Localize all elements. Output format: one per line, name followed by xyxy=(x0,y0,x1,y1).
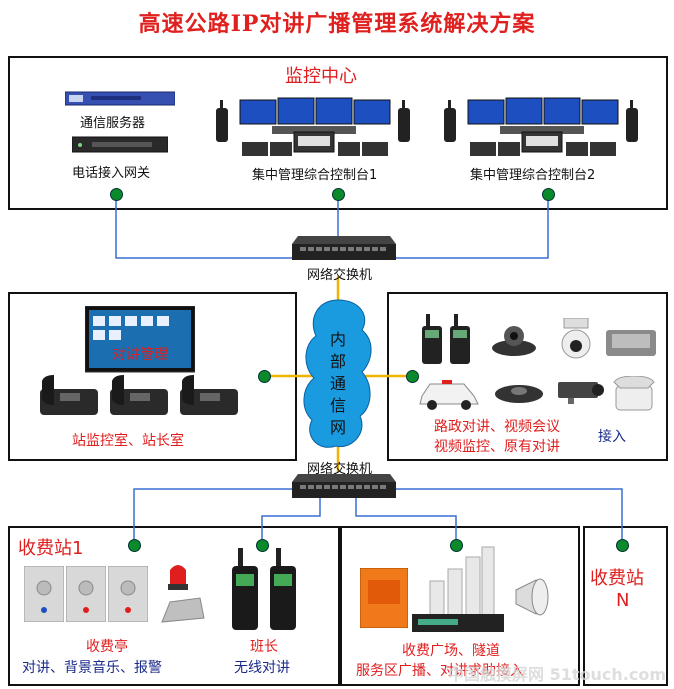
booth-intercom-panel-3 xyxy=(108,566,148,622)
leader-radio-icon-1 xyxy=(232,548,258,630)
access-line2: 视频监控、原有对讲 xyxy=(434,439,560,455)
intercom-screen-icon xyxy=(85,306,195,373)
node-plaza xyxy=(450,539,463,552)
switch-bottom-label: 网络交换机 xyxy=(307,462,373,477)
desk-phone-icon-1 xyxy=(40,375,98,415)
plaza-line2: 服务区广播、对讲求助接入 xyxy=(356,663,524,679)
toll-station-n-box xyxy=(583,526,668,686)
radio-icon-2 xyxy=(450,314,470,364)
node-console2 xyxy=(542,188,555,201)
plaza-line1: 收费广场、隧道 xyxy=(402,643,500,659)
intercom-screen-caption: 对讲管理 xyxy=(112,347,168,363)
access-box xyxy=(387,292,668,461)
bullet-camera-icon xyxy=(558,382,604,404)
toll-station-n-heading: 收费站 xyxy=(590,568,644,589)
node-access xyxy=(406,370,419,383)
radio-icon-1 xyxy=(422,314,442,364)
internal-network-char-2: 部 xyxy=(330,352,347,371)
intercom-box-icon xyxy=(606,330,656,356)
column-speakers-icon xyxy=(429,546,495,615)
booth-intercom-panel-2 xyxy=(66,566,106,622)
foot-switch-icon xyxy=(161,597,205,623)
phone-gateway-label: 电话接入网关 xyxy=(72,166,151,181)
video-conference-camera-icon xyxy=(492,326,536,356)
dome-camera-icon xyxy=(561,318,591,359)
phone-gateway-icon xyxy=(72,136,168,153)
node-station-room xyxy=(258,370,271,383)
amplifier-icon xyxy=(412,614,504,632)
console2-label: 集中管理综合控制台2 xyxy=(470,168,596,183)
network-switch-top-icon xyxy=(292,236,396,260)
toll-station-n-sub: N xyxy=(616,590,630,611)
internal-network-char-4: 信 xyxy=(330,396,347,415)
station-room-caption: 站监控室、站长室 xyxy=(72,433,184,449)
node-shift-leader xyxy=(256,539,269,552)
console2-icon xyxy=(444,97,638,156)
node-toll-station-n xyxy=(616,539,629,552)
internal-network-cloud-icon xyxy=(303,299,372,448)
switch-top-label: 网络交换机 xyxy=(307,268,373,283)
internal-network-char-5: 网 xyxy=(330,418,347,437)
leader-title: 班长 xyxy=(250,639,278,655)
alarm-light-icon xyxy=(168,565,188,590)
conference-phone-icon xyxy=(495,385,543,403)
toll-station1-heading: 收费站1 xyxy=(18,538,84,559)
diagram-title: 高速公路IP对讲广播管理系统解决方案 xyxy=(138,11,536,37)
telecom-server-label: 通信服务器 xyxy=(80,116,146,131)
horn-speaker-icon xyxy=(515,578,549,616)
patrol-car-icon xyxy=(419,380,479,410)
internal-network-char-1: 内 xyxy=(330,330,347,349)
leader-radio-icon-2 xyxy=(270,548,296,630)
access-line1: 路政对讲、视频会议 xyxy=(434,419,560,435)
internal-network-char-3: 通 xyxy=(330,374,347,393)
desk-phone-icon-3 xyxy=(180,375,238,415)
watermark-logo: 中国触摸屏网 51touch.com xyxy=(448,665,666,684)
booth-desc: 对讲、背景音乐、报警 xyxy=(22,660,162,676)
booth-intercom-panel-1 xyxy=(24,566,64,622)
emergency-help-box-icon xyxy=(360,568,408,628)
node-console1 xyxy=(332,188,345,201)
wall-phone-icon xyxy=(613,376,655,411)
node-gateway xyxy=(110,188,123,201)
booth-title: 收费亭 xyxy=(86,639,128,655)
monitor-center-heading: 监控中心 xyxy=(285,66,357,87)
access-suffix: 接入 xyxy=(598,429,626,445)
leader-desc: 无线对讲 xyxy=(234,660,290,676)
console1-icon xyxy=(216,97,410,156)
node-toll-booth xyxy=(128,539,141,552)
telecom-server-icon xyxy=(65,91,175,106)
desk-phone-icon-2 xyxy=(110,375,168,415)
network-switch-bottom-icon xyxy=(292,474,396,498)
console1-label: 集中管理综合控制台1 xyxy=(252,168,378,183)
